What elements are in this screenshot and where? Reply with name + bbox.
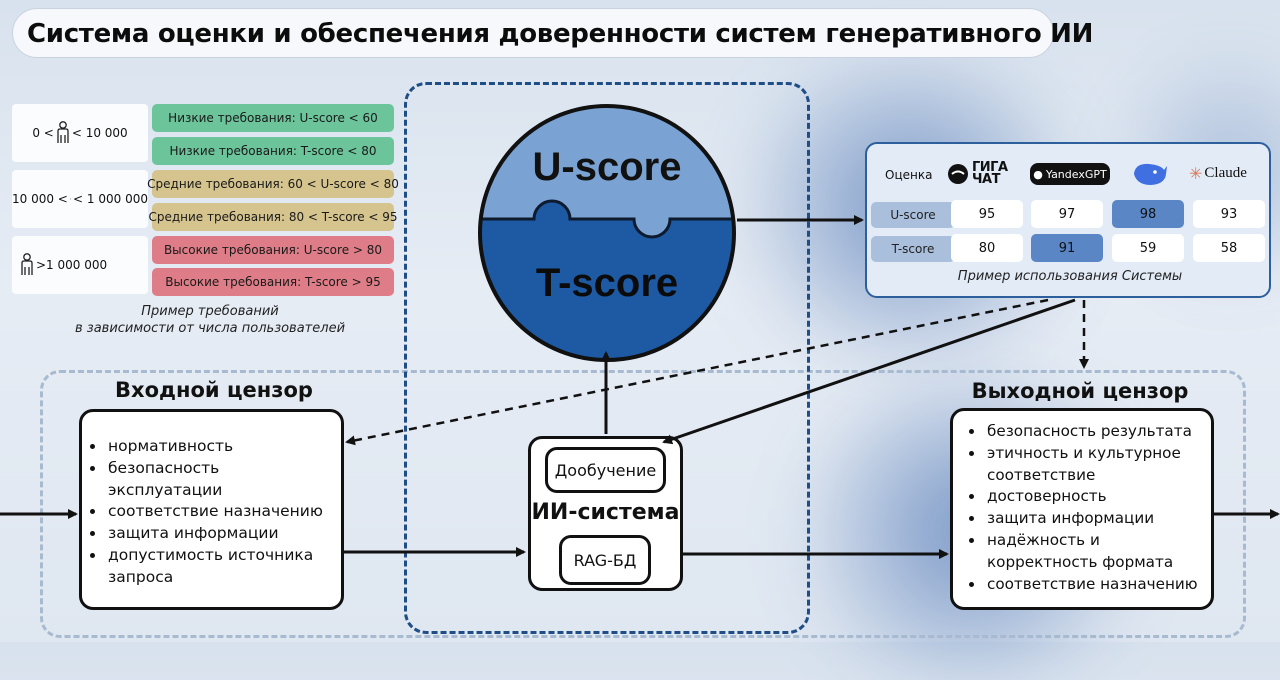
requirement-high-u: Высокие требования: U-score > 80 [152,236,394,264]
output-censor-item: надёжность и корректность формата [985,530,1205,574]
deepseek-whale-icon [1134,163,1167,185]
input-censor-box: нормативность безопасность эксплуатации … [79,409,344,610]
output-censor-item: этичность и культурное соответствие [985,443,1205,487]
output-censor-item: безопасность результата [985,421,1205,443]
ai-system-title: ИИ-система [531,500,680,525]
finetune-block: Дообучение [545,447,666,493]
user-group-medium: 10 000 < < 1 000 000 [12,170,148,228]
user-group-large-right: >1 000 000 [36,258,108,272]
input-censor-list: нормативность безопасность эксплуатации … [88,436,333,589]
t-score-claude: 58 [1193,234,1265,262]
score-example-panel: Оценка ГИГА ЧАТ ●YandexGPT ✳ Claude U-sc… [865,142,1271,298]
rag-db-block: RAG-БД [559,535,651,585]
score-panel-caption: Пример использования Системы [957,269,1183,284]
requirements-caption: Пример требований в зависимости от числа… [40,303,380,339]
user-group-small-right: < 10 000 [71,126,128,140]
output-censor-list: безопасность результата этичность и куль… [967,421,1205,595]
input-censor-item: соответствие назначению [106,501,333,523]
gigachat-name: ГИГА ЧАТ [972,160,1008,187]
requirements-caption-line1: Пример требований [141,304,279,319]
user-group-small-left: 0 < [32,126,54,140]
user-group-small: 0 < < 10 000 [12,104,148,162]
input-censor-item: допустимость источника запроса [106,545,333,589]
u-score-yandexgpt: 97 [1031,200,1103,228]
yandexgpt-name: YandexGPT [1045,167,1107,181]
user-group-large: >1 000 000 [12,236,148,294]
user-group-medium-right: < 1 000 000 [73,192,148,206]
input-censor-title: Входной цензор [115,378,313,402]
user-group-medium-left: 10 000 < [12,192,68,206]
u-score-claude: 93 [1193,200,1265,228]
row-label-u-score: U-score [871,202,955,228]
yandexgpt-logo: ●YandexGPT [1030,163,1110,185]
page-title: Система оценки и обеспечения доверенност… [12,8,1093,58]
gigachat-logo: ГИГА ЧАТ [947,160,1018,187]
u-score-deepseek: 98 [1112,200,1184,228]
person-icon [69,197,71,200]
person-icon [57,121,69,143]
claude-logo: ✳ Claude [1189,164,1247,183]
score-puzzle: U-score T-score [478,104,736,362]
score-header-label: Оценка [885,168,933,182]
output-censor-title: Выходной цензор [971,379,1189,403]
u-score-gigachat: 95 [951,200,1023,228]
output-censor-item: соответствие назначению [985,574,1205,596]
t-score-label: T-score [536,261,678,305]
gigachat-icon [948,164,968,184]
t-score-deepseek: 59 [1112,234,1184,262]
output-censor-item: защита информации [985,508,1205,530]
requirements-caption-line2: в зависимости от числа пользователей [74,321,346,336]
ai-system-box: Дообучение ИИ-система RAG-БД [528,436,683,591]
requirement-low-t: Низкие требования: T-score < 80 [152,137,394,165]
claude-name: Claude [1204,165,1247,181]
input-censor-item: нормативность [106,436,333,458]
u-score-label: U-score [533,145,682,189]
t-score-yandexgpt: 91 [1031,234,1103,262]
output-censor-item: достоверность [985,486,1205,508]
puzzle-seam [480,199,734,239]
requirement-high-t: Высокие требования: T-score > 95 [152,268,394,296]
input-censor-item: безопасность эксплуатации [106,458,333,502]
input-censor-item: защита информации [106,523,333,545]
claude-burst-icon: ✳ [1189,164,1203,183]
requirement-medium-u: Средние требования: 60 < U-score < 80 [147,170,399,198]
output-censor-box: безопасность результата этичность и куль… [950,408,1214,610]
row-label-t-score: T-score [871,236,955,262]
requirement-low-u: Низкие требования: U-score < 60 [152,104,394,132]
person-icon [21,253,33,275]
requirement-medium-t: Средние требования: 80 < T-score < 95 [148,203,398,231]
t-score-gigachat: 80 [951,234,1023,262]
